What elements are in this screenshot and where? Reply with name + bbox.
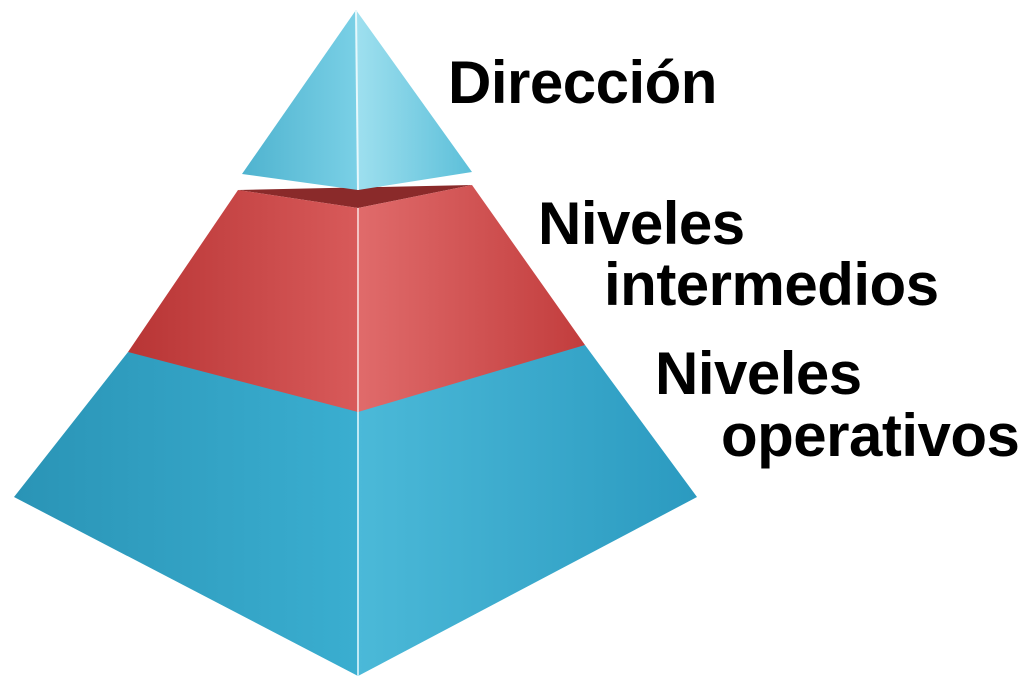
label-niveles-intermedios-line2: intermedios [604,251,939,318]
pyramid-tier-middle [128,185,585,412]
tier-top-left-face [242,10,358,190]
label-niveles-operativos-line1: Niveles [655,340,862,407]
pyramid-tier-top [242,9,472,191]
tier-top-right-face [356,10,472,190]
tier-middle-top-face [238,185,472,208]
tier-middle-right-face [358,185,585,412]
tier-top-edge [355,9,359,191]
tier-bottom-right-face [358,345,697,676]
label-direccion: Dirección [448,49,717,116]
tier-middle-left-face [128,190,358,412]
tier-bottom-left-face [14,352,358,676]
label-niveles-intermedios-line1: Niveles [538,190,745,257]
label-niveles-operativos-line2: operativos [721,402,1020,469]
